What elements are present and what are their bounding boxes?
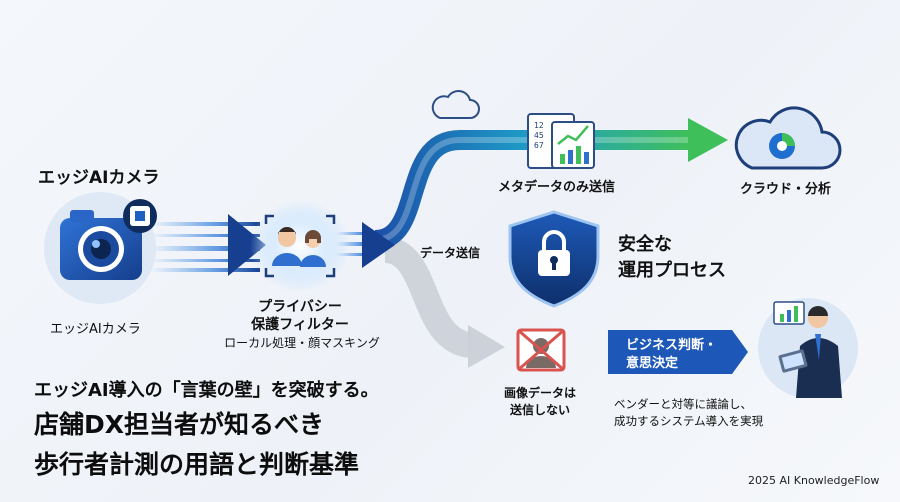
meta-icon-digit-row: 45 [534,131,544,140]
meta-icon-digit-row: 12 [534,121,544,130]
filter-title-line1: プライバシー [258,299,342,315]
stream-filter-to-split [335,222,395,268]
image-label-line1: 画像データは [503,386,576,400]
face-filter-icon [250,200,350,292]
stream-camera-to-filter [150,214,266,276]
camera-caption: エッジAIカメラ [50,322,141,337]
filter-subtitle: ローカル処理・顔マスキング [224,336,380,350]
headline-line3: 歩行者計測の用語と判断基準 [34,450,360,479]
decision-banner [608,330,748,374]
meta-icon-digits: 12 45 67 [534,121,544,151]
meta-label: メタデータのみ送信 [498,180,616,195]
security-line2: 運用プロセス [618,260,726,281]
cloud-icon [431,90,480,119]
image-label-line2: 送信しない [509,403,570,417]
metadata-flow-arrow [373,118,728,250]
decision-desc-line1: ベンダーと対等に議論し、 [614,397,752,411]
gray-arrow [383,237,505,368]
camera-title: エッジAIカメラ [38,168,160,188]
send-label: データ送信 [420,246,481,260]
banner-line2: 意思決定 [626,356,679,371]
chip-icon [123,199,157,233]
cloud-label: クラウド・分析 [740,182,832,197]
banner-line1: ビジネス判断・ [626,338,718,353]
no-image-icon [516,328,566,372]
pie-cloud-icon [734,106,842,170]
document-chart-icon [527,113,595,169]
security-line1: 安全な [618,234,672,255]
decision-desc-line2: 成功するシステム導入を実現 [614,414,764,428]
meta-icon-digit-row: 67 [534,141,544,150]
filter-title-line2: 保護フィルター [251,317,349,333]
shield-lock-icon [508,210,600,308]
footer-credit: 2025 AI KnowledgeFlow [748,474,880,487]
headline-line2: 店舗DX担当者が知るべき [34,410,325,439]
headline-line1: エッジAI導入の「言葉の壁」を突破する。 [34,380,379,401]
businessman-icon [758,298,858,398]
camera-icon [44,192,156,304]
